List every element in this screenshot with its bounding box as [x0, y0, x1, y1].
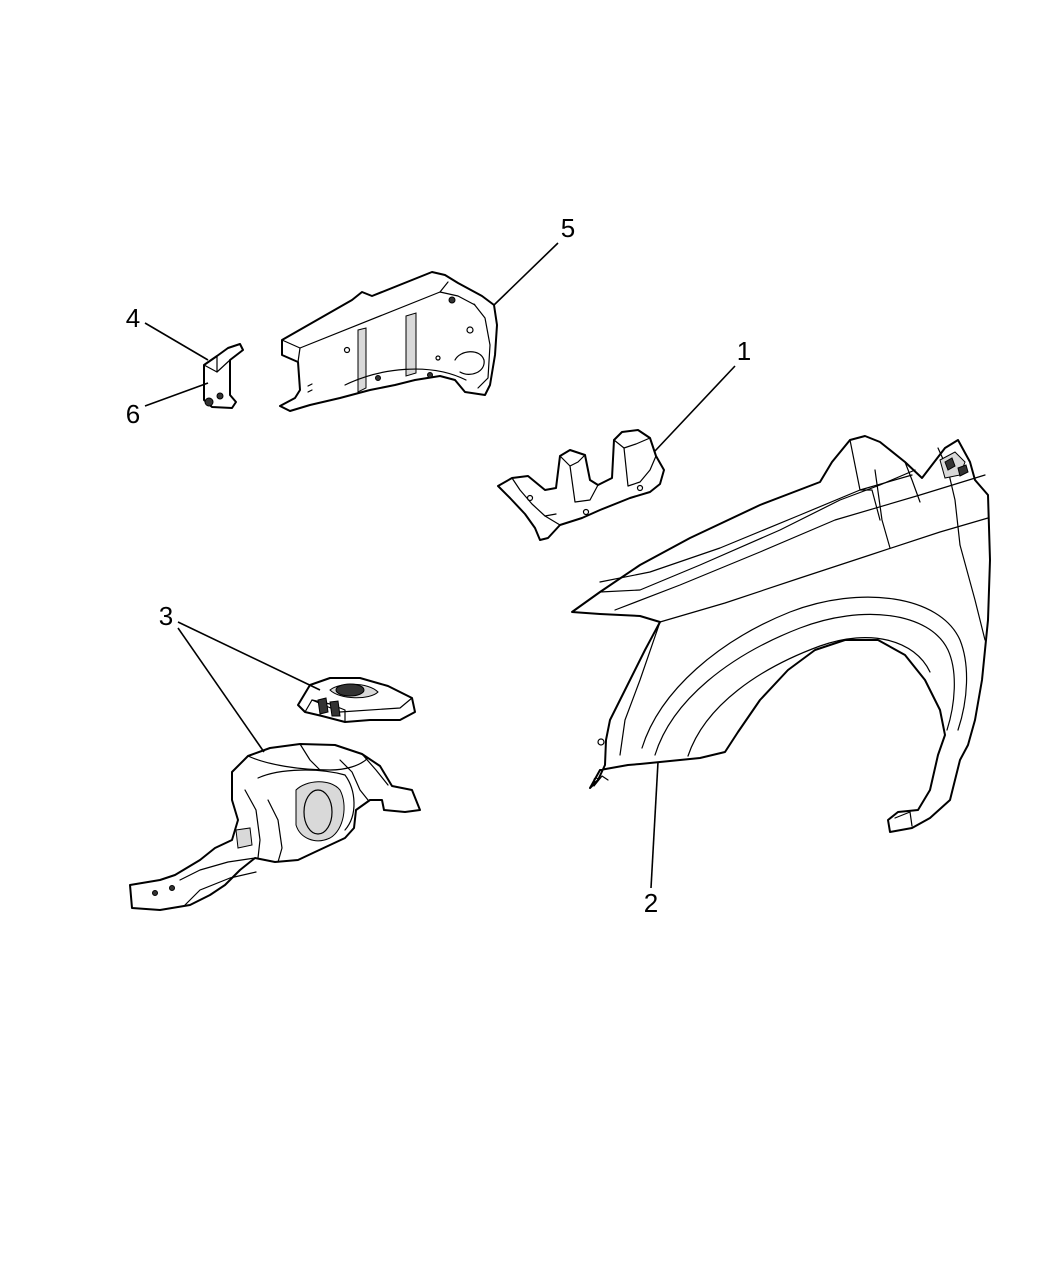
- leader-4: [144, 322, 209, 361]
- callout-6: 6: [126, 399, 140, 429]
- leader-lines: [144, 242, 736, 889]
- leader-6: [144, 382, 209, 407]
- leader-2: [650, 761, 659, 889]
- callout-labels: 1 2 3 4 5 6: [126, 213, 751, 918]
- part-3-strut-cap: [297, 677, 416, 723]
- leader-5: [493, 242, 559, 306]
- leader-3b: [177, 627, 265, 753]
- leader-3a: [177, 621, 321, 691]
- part-3-inner-fender: [129, 743, 421, 911]
- leader-1: [654, 365, 736, 452]
- part-1-fender-bracket: [497, 429, 665, 541]
- callout-2: 2: [644, 888, 658, 918]
- part-5-rail-extension: [279, 271, 498, 412]
- callout-1: 1: [737, 336, 751, 366]
- part-2-front-fender: [571, 435, 991, 833]
- callout-3: 3: [159, 601, 173, 631]
- callout-4: 4: [126, 303, 140, 333]
- callout-5: 5: [561, 213, 575, 243]
- part-6-fastener: [204, 392, 224, 407]
